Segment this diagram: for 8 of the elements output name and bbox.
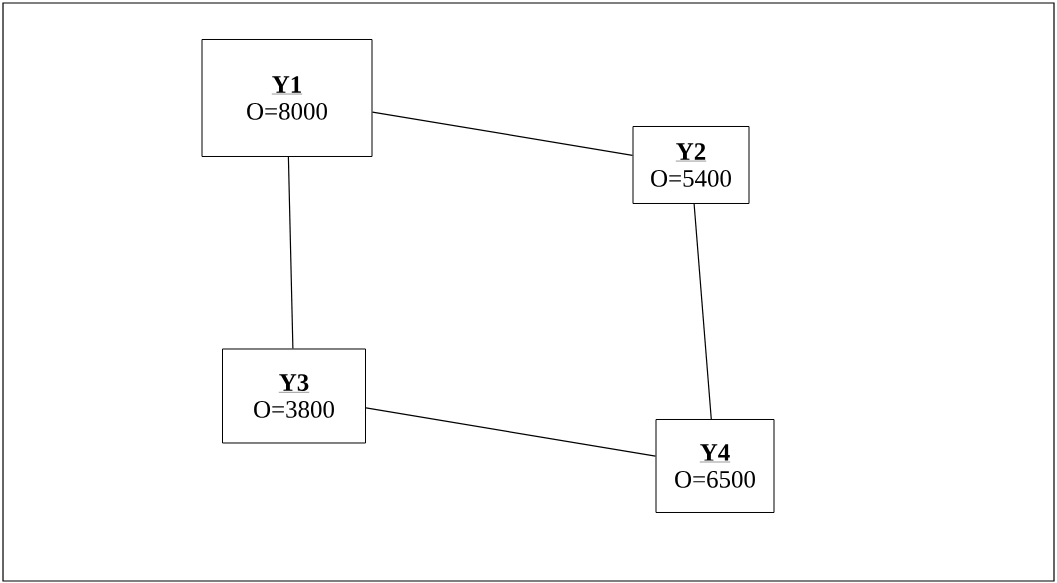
- connector-line: [365, 407, 657, 457]
- connector-line: [287, 156, 294, 350]
- node-box: Y4 O=6500: [655, 419, 775, 513]
- node-box: Y1 O=8000: [201, 39, 373, 157]
- node-box: Y2 O=5400: [632, 126, 750, 204]
- connector-line: [693, 203, 712, 420]
- node-box: Y3 O=3800: [222, 348, 366, 444]
- connector-line: [371, 111, 634, 156]
